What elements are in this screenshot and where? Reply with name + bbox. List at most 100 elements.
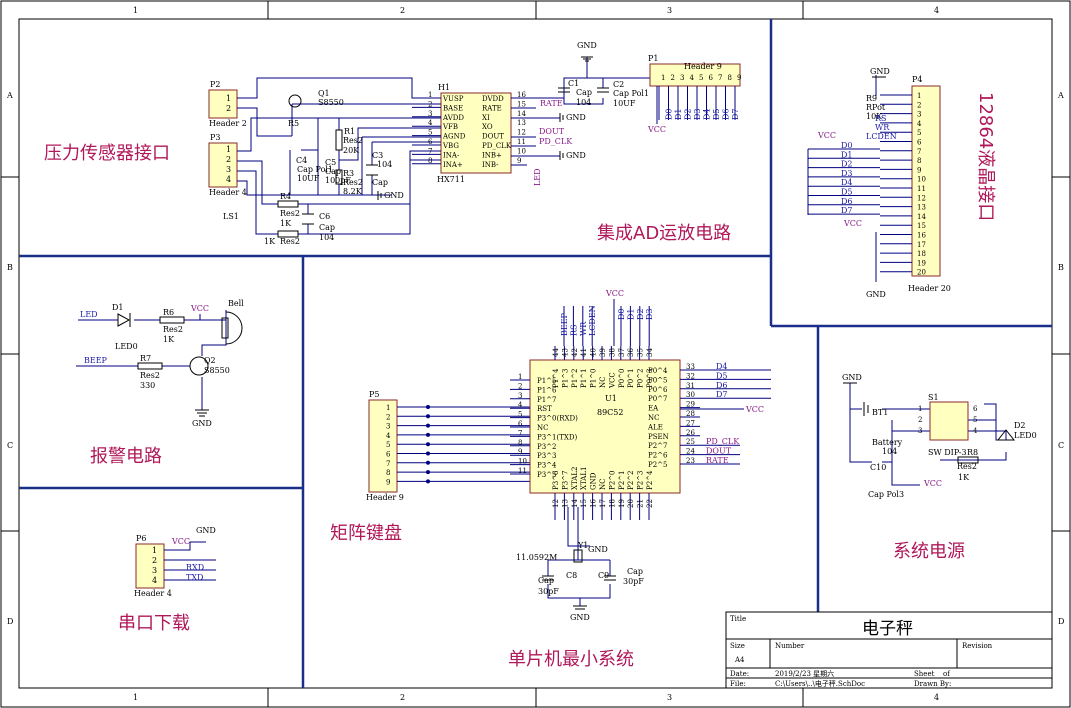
- p1-pin-9: 9: [737, 74, 741, 82]
- grid-col-2-bottom: 2: [400, 693, 405, 702]
- mcu-pin-num-40: 40: [590, 348, 598, 357]
- p1-net-D3: D3: [693, 108, 702, 120]
- hx711-right-wiring: [511, 57, 650, 166]
- drawn-by-label: Drawn By:: [914, 680, 951, 688]
- p5-pin-3: 3: [386, 423, 390, 431]
- gnd-symbol-c1: GND: [577, 41, 597, 62]
- net-txd-serial: TXD: [186, 573, 203, 582]
- p1-pin-1: 1: [661, 74, 665, 82]
- title-serial: 串口下载: [118, 613, 190, 634]
- title-keypad: 矩阵键盘: [330, 523, 402, 544]
- hx711-pin-name-12: DOUT: [482, 133, 504, 141]
- p5-junction-6: [426, 451, 430, 456]
- p4-pin-2: 2: [917, 101, 921, 109]
- mcu-right-net-D6: D6: [716, 381, 728, 390]
- hx711-pin-name-9: INB-: [482, 161, 499, 169]
- q1-ref: Q1: [318, 89, 330, 98]
- s1-ref: S1: [928, 393, 939, 402]
- net-wr-lcd: WR: [875, 123, 890, 132]
- mcu-pin-num-26: 26: [686, 429, 695, 437]
- p1-pin-7: 7: [718, 74, 722, 82]
- vcc-label-mcu-top: VCC: [605, 289, 624, 298]
- p5-pin-7: 7: [386, 460, 390, 468]
- p5-pin-4: 4: [386, 432, 391, 440]
- hx711-pin-num-10: 10: [517, 147, 526, 155]
- mcu-pin-name-41: P1^1: [580, 369, 588, 388]
- c5-name: Cap: [325, 167, 341, 176]
- r8-value: 1K: [958, 473, 970, 482]
- net-dout-hx: DOUT: [539, 127, 565, 136]
- s1-pin-5: 5: [973, 416, 977, 424]
- gnd-label-alarm: GND: [192, 419, 212, 428]
- mcu-pin-num-37: 37: [618, 348, 626, 357]
- p1-name: Header 9: [684, 62, 722, 71]
- mcu-pin-name-25: P2^7: [648, 442, 667, 450]
- hx711-pin-num-4: 4: [428, 119, 433, 127]
- mcu-right-net-D7: D7: [716, 390, 728, 399]
- mcu-pin-name-38: VCC: [608, 372, 616, 389]
- p5-pin-6: 6: [386, 451, 391, 459]
- p1-pin-3: 3: [680, 74, 684, 82]
- p4-net-D6: D6: [841, 197, 853, 206]
- r5-ref: R5: [288, 119, 299, 128]
- c4-ref: C4: [296, 156, 307, 165]
- mcu-pin-num-25: 25: [686, 438, 695, 446]
- mcu-pin-num-42: 42: [571, 348, 579, 357]
- c8-ref: C8: [566, 571, 577, 580]
- mcu-pin-num-11: 11: [518, 467, 527, 475]
- p4-pin-9: 9: [917, 166, 921, 174]
- c1-name: Cap: [576, 88, 592, 97]
- grid-col-1-top: 1: [133, 6, 138, 15]
- r6-ref: R6: [163, 308, 174, 317]
- p4-pin-8: 8: [917, 157, 921, 165]
- hx711-name: HX711: [437, 175, 465, 184]
- mcu-pin-num-14: 14: [571, 499, 579, 508]
- p4-net-D3: D3: [841, 169, 853, 178]
- vcc-label-serial: VCC: [171, 537, 190, 546]
- p3-pin-3: 3: [226, 165, 231, 174]
- gnd-label-inb: GND: [566, 151, 586, 160]
- sheet-of: of: [943, 670, 951, 678]
- grid-row-a-right: A: [1057, 91, 1064, 100]
- mcu-pin-name-6: NC: [537, 424, 548, 432]
- p5-junction-9: [426, 479, 430, 484]
- mcu-pin-num-41: 41: [580, 348, 588, 357]
- mcu-pin-num-29: 29: [686, 401, 695, 409]
- mcu-pin-num-6: 6: [518, 420, 523, 428]
- s1-pin-6: 6: [973, 405, 978, 413]
- p4-pin-16: 16: [917, 232, 926, 240]
- p4-net-D7: D7: [841, 206, 853, 215]
- mcu-pin-name-30: P0^7: [648, 395, 667, 403]
- d1-name: LED0: [115, 342, 138, 351]
- s1-pin-2: 2: [918, 416, 922, 424]
- gnd-symbol-xi: GND: [559, 113, 586, 122]
- mcu-pin-num-44: 44: [552, 348, 560, 357]
- gnd-label-hx: GND: [384, 191, 404, 200]
- mcu-pin-name-3: P1^7: [537, 396, 556, 404]
- p5-ref: P5: [369, 390, 379, 399]
- p5-junction-3: [426, 423, 430, 428]
- mcu-pin-name-13: P3^7: [561, 471, 569, 490]
- c9-value: 30pF: [623, 577, 644, 586]
- p5-junction-1: [426, 405, 430, 409]
- title-power: 系统电源: [893, 541, 965, 562]
- q1-name: S8550: [318, 98, 344, 107]
- p5-junction-7: [426, 460, 430, 465]
- hx711-pin-name-8: INA+: [443, 161, 463, 169]
- p4-pin-10: 10: [917, 176, 926, 184]
- p5-pin-5: 5: [386, 441, 390, 449]
- p5-pin-8: 8: [386, 469, 390, 477]
- c6-value: 104: [319, 233, 334, 242]
- hx711-pin-num-9: 9: [517, 157, 521, 165]
- rx-name: Res2: [280, 237, 300, 246]
- file-label: File:: [730, 680, 746, 688]
- vcc-label-power: VCC: [923, 479, 942, 488]
- mcu-pin-num-35: 35: [637, 348, 645, 357]
- grid-row-c-left: C: [7, 441, 13, 450]
- r7-ref: R7: [140, 354, 151, 363]
- p3-pin-1: 1: [226, 145, 231, 154]
- d2-name: LED0: [1014, 431, 1037, 440]
